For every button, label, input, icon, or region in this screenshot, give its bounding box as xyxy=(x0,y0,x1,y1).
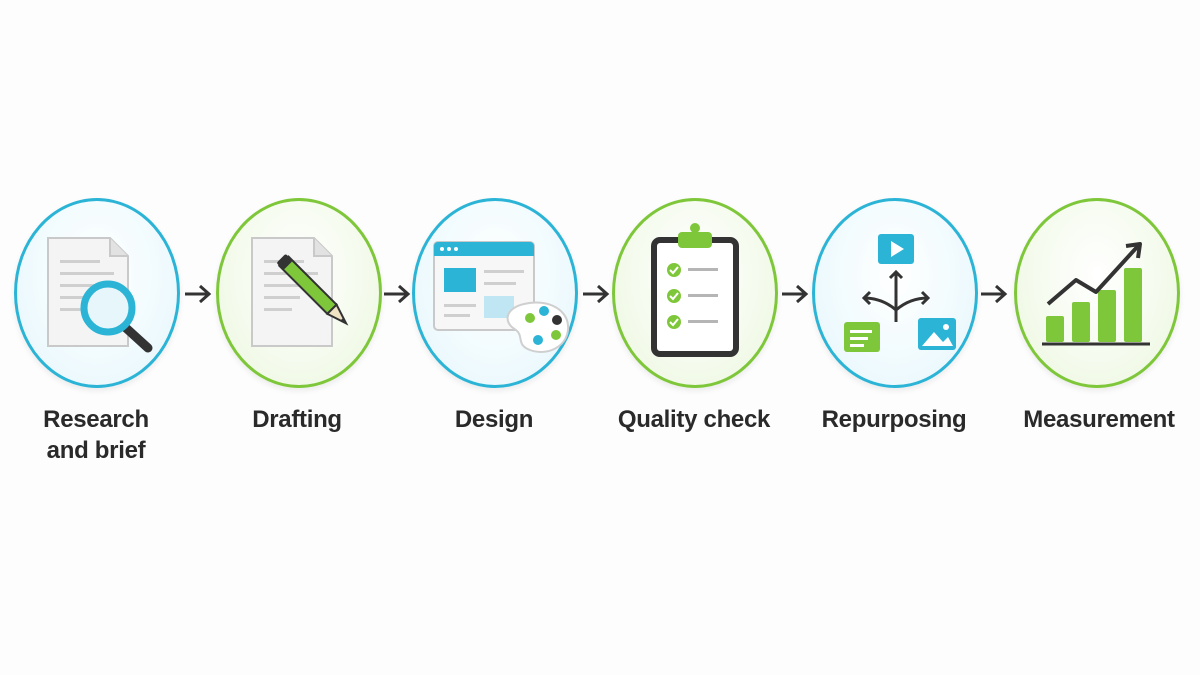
label-line: Research xyxy=(43,406,149,433)
step-label-drafting: Drafting xyxy=(197,404,397,435)
growth-bar-chart-icon xyxy=(1042,242,1150,346)
pencil-document-icon xyxy=(251,237,349,347)
label-line: Measurement xyxy=(1023,406,1175,433)
arrow-right-icon xyxy=(981,284,1008,304)
arrow-right-icon xyxy=(782,284,809,304)
step-design xyxy=(412,198,578,388)
label-line: and brief xyxy=(46,437,146,464)
arrow-right-icon xyxy=(185,284,212,304)
branching-media-icon xyxy=(844,234,956,352)
step-repurposing xyxy=(812,198,978,388)
label-line: Repurposing xyxy=(821,406,967,433)
label-line: Quality check xyxy=(617,406,771,433)
clipboard-checklist-icon xyxy=(651,223,739,357)
step-measurement xyxy=(1014,198,1180,388)
step-ring xyxy=(216,198,382,388)
palette-layout-icon xyxy=(433,241,570,353)
label-line: Design xyxy=(454,406,534,433)
step-label-design: Design xyxy=(394,404,594,435)
step-label-research-and-brief: Research and brief xyxy=(0,404,196,466)
step-label-measurement: Measurement xyxy=(999,404,1199,435)
step-drafting xyxy=(216,198,382,388)
step-research-and-brief xyxy=(14,198,180,388)
arrow-right-icon xyxy=(384,284,411,304)
step-quality-check xyxy=(612,198,778,388)
step-label-quality-check: Quality check xyxy=(594,404,794,435)
label-line: Drafting xyxy=(252,406,342,433)
step-label-repurposing: Repurposing xyxy=(794,404,994,435)
arrow-right-icon xyxy=(583,284,610,304)
magnifier-document-icon xyxy=(47,237,153,353)
